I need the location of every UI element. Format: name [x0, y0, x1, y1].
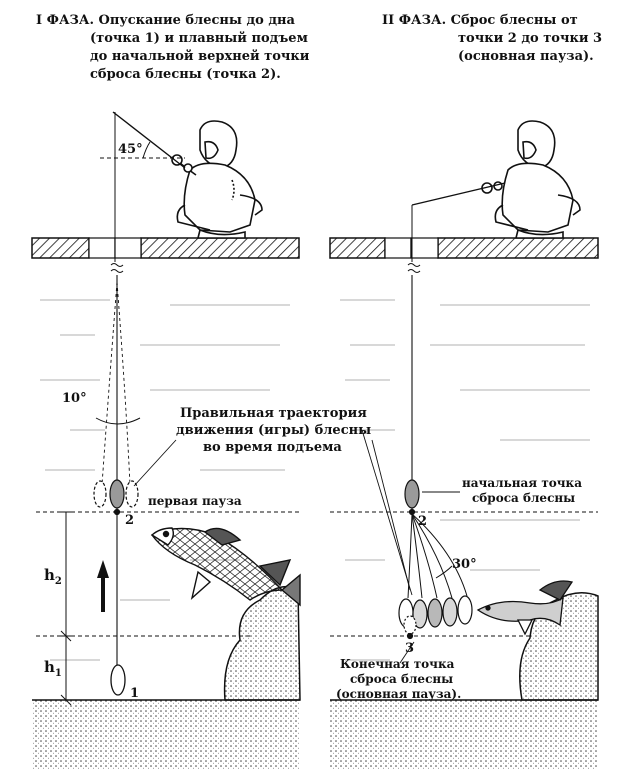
h2-label: h2 [44, 566, 62, 587]
ice-right [329, 237, 599, 259]
phase1-title: I ФАЗА. Опускание блесны до дна (точка 1… [36, 13, 310, 82]
angle-10-label: 10° [62, 391, 87, 406]
point-1-label: 1 [130, 686, 139, 701]
start-point-label: начальная точка сброса блесны [422, 476, 582, 505]
phase2-title-line: II ФАЗА. Сброс блесны от [382, 13, 578, 28]
zander-fish-icon [150, 527, 301, 607]
end-point-label: Конечная точка сброса блесны (основная п… [336, 641, 461, 701]
phase1-title-line: I ФАЗА. Опускание блесны до дна [36, 13, 296, 28]
phase1-title-line: до начальной верхней точки [90, 49, 310, 64]
rod-left [112, 111, 186, 169]
phase1-title-line: сброса блесны (точка 2). [90, 67, 281, 82]
rod-right [411, 182, 506, 206]
end-label-line: (основная пауза). [336, 687, 461, 701]
angle-30-label: 30° [452, 557, 477, 572]
bottom-ground-left [32, 700, 300, 770]
fishing-line-right [407, 205, 421, 512]
small-fish-icon [476, 580, 574, 636]
trajectory-line: во время подъема [203, 440, 342, 455]
water-texture [40, 299, 590, 661]
bottom-ground-right [330, 700, 598, 770]
phase2-title-line: (основная пауза). [458, 49, 594, 64]
lure-start-right [404, 479, 420, 516]
lure-bottom [110, 664, 126, 696]
lure-group-top [93, 479, 139, 516]
point-2-left: 2 [125, 513, 134, 528]
ice-left [31, 237, 300, 259]
start-label-line: сброса блесны [472, 491, 575, 505]
h1-label: h1 [44, 658, 62, 679]
rock-left [223, 585, 301, 701]
phase2-title: II ФАЗА. Сброс блесны от точки 2 до точк… [382, 13, 602, 64]
phase1-title-line: (точка 1) и плавный подъем [90, 31, 308, 46]
first-pause-label: первая пауза [148, 494, 242, 508]
fisherman-right-icon [481, 120, 581, 239]
angle-arc [142, 141, 151, 159]
trajectory-line: Правильная траектория [180, 406, 367, 421]
up-arrow-icon [97, 560, 109, 612]
angle-30-arc [435, 565, 453, 579]
trajectory-label: Правильная траектория движения (игры) бл… [176, 406, 371, 455]
end-label-line: Конечная точка [340, 657, 455, 671]
phase2-title-line: точки 2 до точки 3 [458, 31, 602, 46]
angle-45-label: 45° [118, 142, 143, 157]
drop-fan-lines [407, 513, 468, 599]
end-label-line: сброса блесны [350, 672, 453, 686]
trajectory-line: движения (игры) блесны [176, 423, 371, 438]
fisherman-left-icon [171, 120, 263, 239]
drop-fan-lures [398, 595, 473, 640]
trajectory-pointers [133, 429, 413, 596]
start-label-line: начальная точка [462, 476, 582, 490]
point-2-right: 2 [418, 514, 427, 529]
